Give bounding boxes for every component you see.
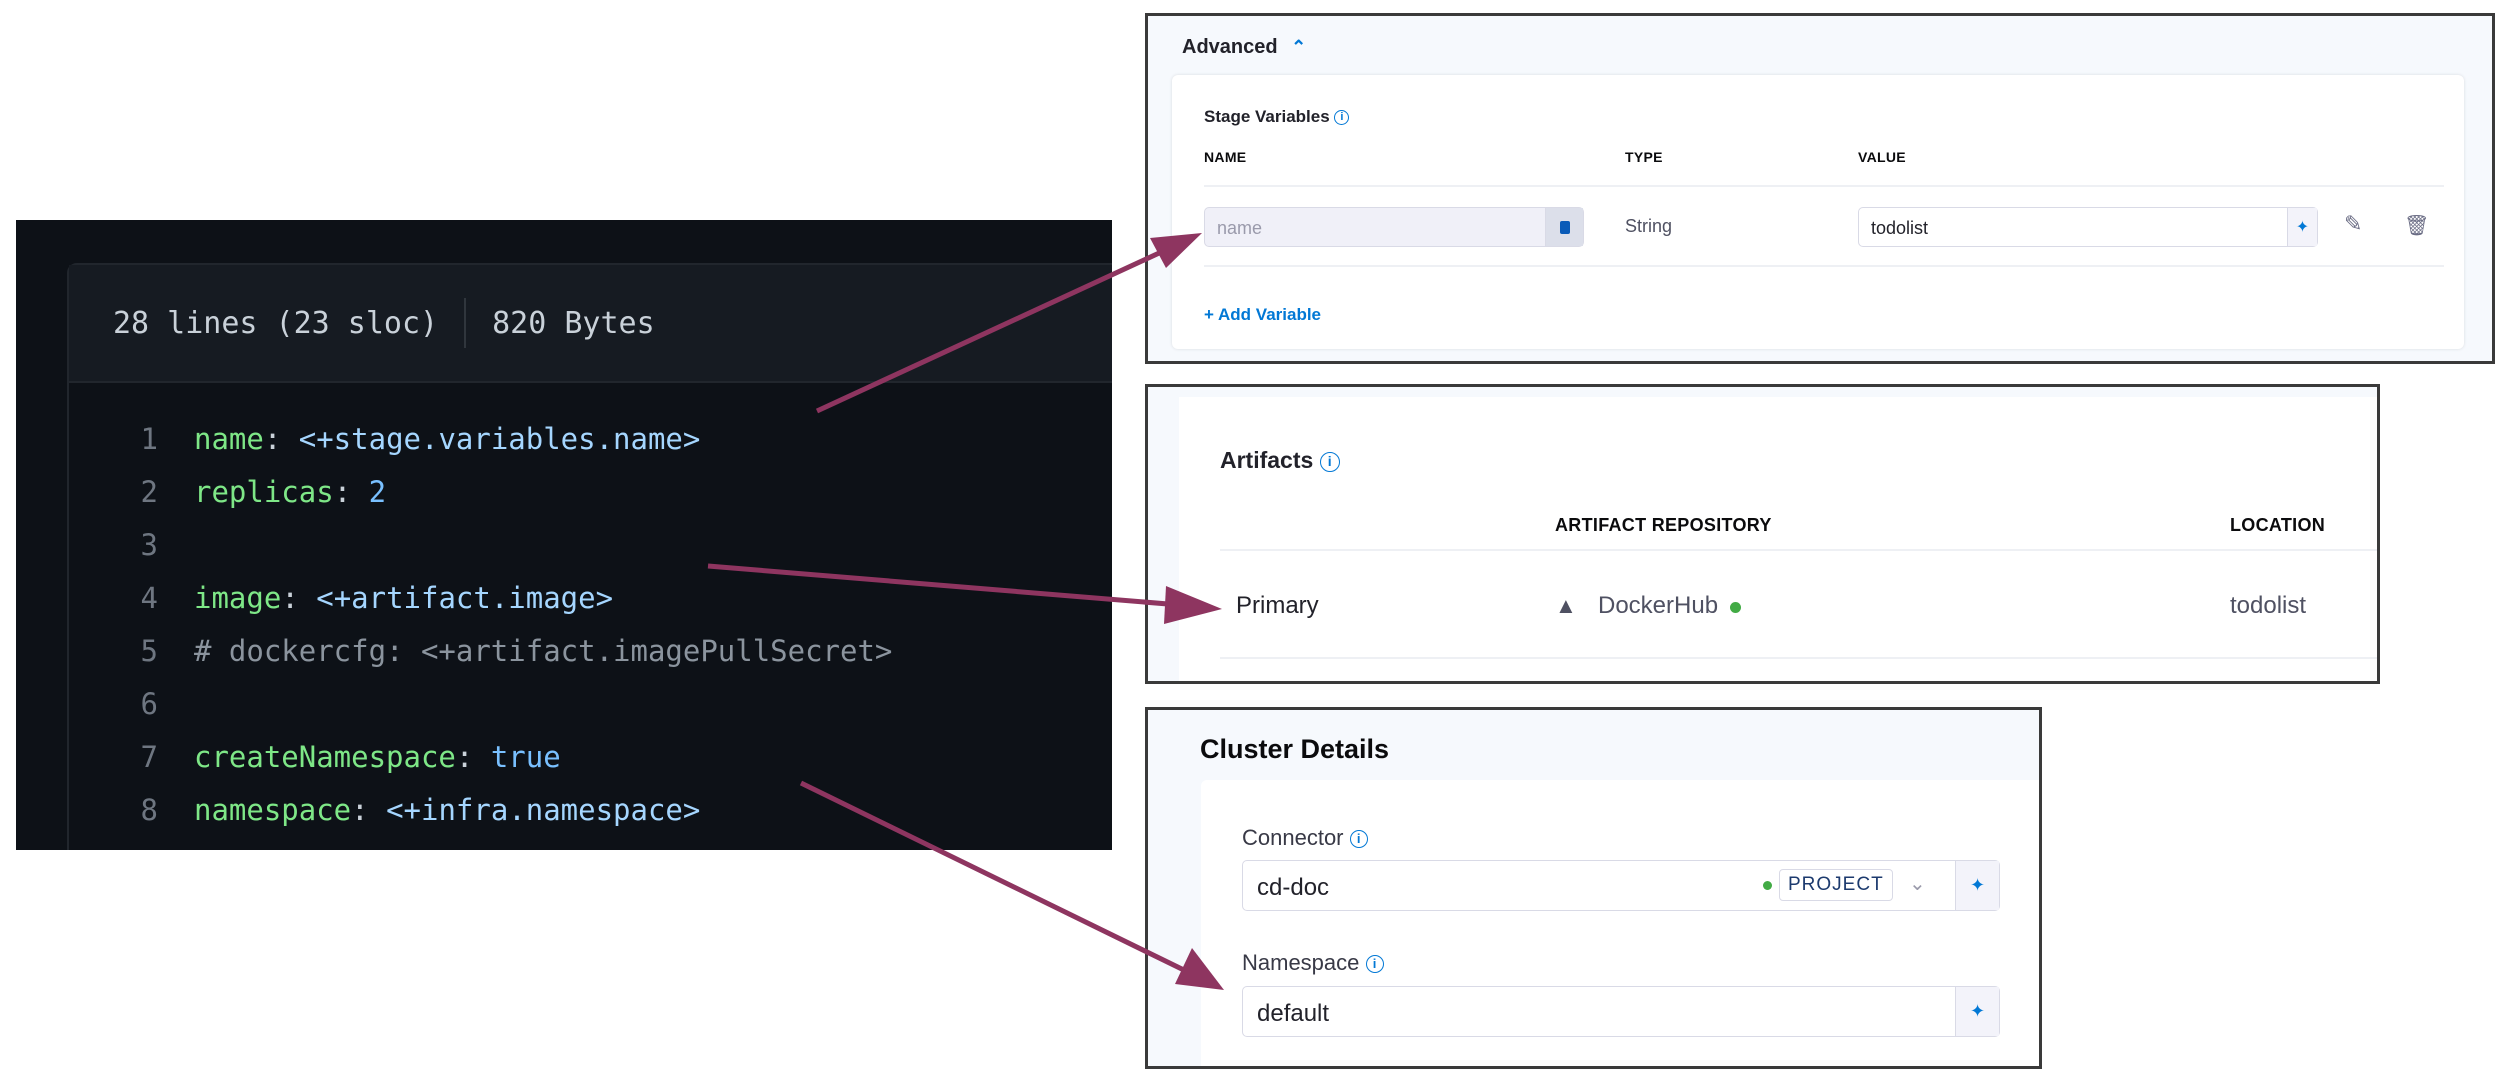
namespace-input[interactable]: default ✦ — [1242, 986, 2000, 1037]
advanced-panel: Advanced ⌃ Stage Variables i NAME TYPE V… — [1145, 13, 2495, 364]
variable-value: todolist — [1871, 218, 1929, 238]
edit-pencil-icon[interactable]: ✎ — [2344, 211, 2363, 236]
info-icon[interactable]: i — [1319, 451, 1340, 472]
advanced-title-text: Advanced — [1182, 36, 1278, 58]
line-number: 6 — [140, 687, 158, 721]
variable-name-input[interactable]: name — [1204, 207, 1584, 247]
docker-whale-icon: ▲ — [1555, 593, 1577, 618]
line-number: 5 — [140, 634, 158, 668]
line-number: 2 — [140, 475, 158, 509]
variable-type: String — [1625, 216, 1673, 236]
code-value: <+stage.variables.name> — [298, 422, 701, 456]
info-icon[interactable]: i — [1334, 110, 1350, 126]
stage-variables-title: Stage Variables — [1204, 107, 1330, 126]
arrowhead — [1175, 948, 1224, 990]
divider — [1220, 657, 2377, 659]
file-size: 820 Bytes — [492, 305, 655, 341]
cluster-details-panel: Cluster Details Connector i cd-doc PROJE… — [1145, 707, 2042, 1069]
artifact-name: Primary — [1236, 592, 1319, 619]
info-icon[interactable]: i — [1349, 830, 1368, 849]
artifact-repository[interactable]: DockerHub — [1598, 592, 1719, 619]
code-line: 7 createNamespace: true — [69, 731, 561, 784]
column-name: NAME — [1204, 149, 1247, 165]
artifacts-title: Artifacts — [1220, 447, 1314, 473]
code-value: true — [490, 740, 561, 774]
code-line: 4 image: <+artifact.image> — [69, 572, 614, 625]
trash-icon[interactable]: 🗑 — [2404, 215, 2430, 237]
connector-value: cd-doc — [1257, 874, 1330, 901]
status-dot — [1730, 602, 1741, 613]
arrow-name-to-stage-variable — [815, 245, 1172, 414]
code-line: 2 replicas: 2 — [69, 466, 387, 519]
divider — [464, 298, 467, 348]
pin-icon[interactable]: ✦ — [1955, 987, 1999, 1036]
code-value: 2 — [368, 475, 387, 509]
pin-icon[interactable]: ✦ — [2287, 208, 2317, 246]
code-line: 6 — [69, 678, 194, 731]
code-line: 3 — [69, 519, 194, 572]
pin-icon[interactable]: ✦ — [1955, 861, 1999, 910]
cluster-card: Connector i cd-doc PROJECT ⌄ ✦ Namespace… — [1201, 780, 2039, 1066]
add-variable-button[interactable]: + Add Variable — [1204, 305, 1321, 324]
code-key: createNamespace — [194, 740, 456, 774]
code-colon: : — [281, 581, 317, 615]
code-line: 5 # dockercfg: <+artifact.imagePullSecret… — [69, 625, 893, 678]
code-viewer: 28 lines (23 sloc) 820 Bytes 1 name: <+st… — [16, 220, 1112, 850]
namespace-label: Namespace — [1242, 950, 1360, 975]
copy-icon[interactable] — [1545, 208, 1583, 246]
arrow-namespace-to-cluster — [799, 780, 1192, 976]
artifacts-panel: Artifacts i ARTIFACT REPOSITORY LOCATION… — [1145, 384, 2380, 684]
code-file-box: 28 lines (23 sloc) 820 Bytes 1 name: <+st… — [67, 263, 1112, 850]
line-number: 3 — [140, 528, 158, 562]
line-number: 8 — [140, 793, 158, 827]
code-key: name — [194, 422, 264, 456]
arrow-image-to-artifact — [707, 563, 1181, 608]
namespace-value: default — [1257, 1000, 1330, 1027]
code-key: image — [194, 581, 282, 615]
divider — [1220, 549, 2377, 551]
arrowhead — [1150, 233, 1202, 268]
scope-badge: PROJECT — [1779, 869, 1893, 901]
connector-select[interactable]: cd-doc PROJECT ⌄ ✦ — [1242, 860, 2000, 911]
file-info-header: 28 lines (23 sloc) 820 Bytes — [69, 265, 1112, 383]
advanced-title[interactable]: Advanced ⌃ — [1182, 36, 1306, 59]
stage-variables-card: Stage Variables i NAME TYPE VALUE name S… — [1172, 75, 2464, 349]
chevron-up-icon[interactable]: ⌃ — [1291, 37, 1307, 57]
code-colon: : — [263, 422, 299, 456]
column-artifact-repository: ARTIFACT REPOSITORY — [1555, 515, 1772, 535]
info-icon[interactable]: i — [1365, 955, 1384, 974]
status-dot — [1763, 881, 1772, 890]
arrowhead — [1164, 586, 1222, 624]
chevron-down-icon[interactable]: ⌄ — [1909, 873, 1926, 895]
divider — [1204, 265, 2444, 267]
code-line: 1 name: <+stage.variables.name> — [69, 413, 701, 466]
code-key: replicas — [194, 475, 334, 509]
artifact-location: todolist — [2230, 592, 2307, 619]
line-number: 4 — [140, 581, 158, 615]
line-number: 9 — [69, 837, 194, 850]
line-number: 7 — [140, 740, 158, 774]
code-key: namespace — [194, 793, 352, 827]
column-value: VALUE — [1858, 149, 1906, 165]
column-location: LOCATION — [2230, 515, 2326, 535]
code-value: <+artifact.image> — [316, 581, 614, 615]
code-line: 8 namespace: <+infra.namespace> — [69, 784, 701, 837]
line-number: 1 — [140, 422, 158, 456]
line-count: 28 lines (23 sloc) — [113, 305, 439, 341]
divider — [1204, 185, 2444, 187]
name-placeholder: name — [1217, 218, 1263, 238]
code-line: 9 — [69, 837, 194, 850]
code-colon: : — [351, 793, 387, 827]
code-value: <+infra.namespace> — [386, 793, 701, 827]
artifacts-card: Artifacts i ARTIFACT REPOSITORY LOCATION… — [1179, 397, 2377, 681]
cluster-details-title: Cluster Details — [1200, 734, 1390, 764]
column-type: TYPE — [1625, 149, 1663, 165]
code-colon: : — [333, 475, 369, 509]
code-colon: : — [455, 740, 491, 774]
variable-value-input[interactable]: todolist ✦ — [1858, 207, 2318, 247]
connector-label: Connector — [1242, 825, 1344, 850]
code-comment: # dockercfg: <+artifact.imagePullSecret> — [194, 634, 893, 668]
